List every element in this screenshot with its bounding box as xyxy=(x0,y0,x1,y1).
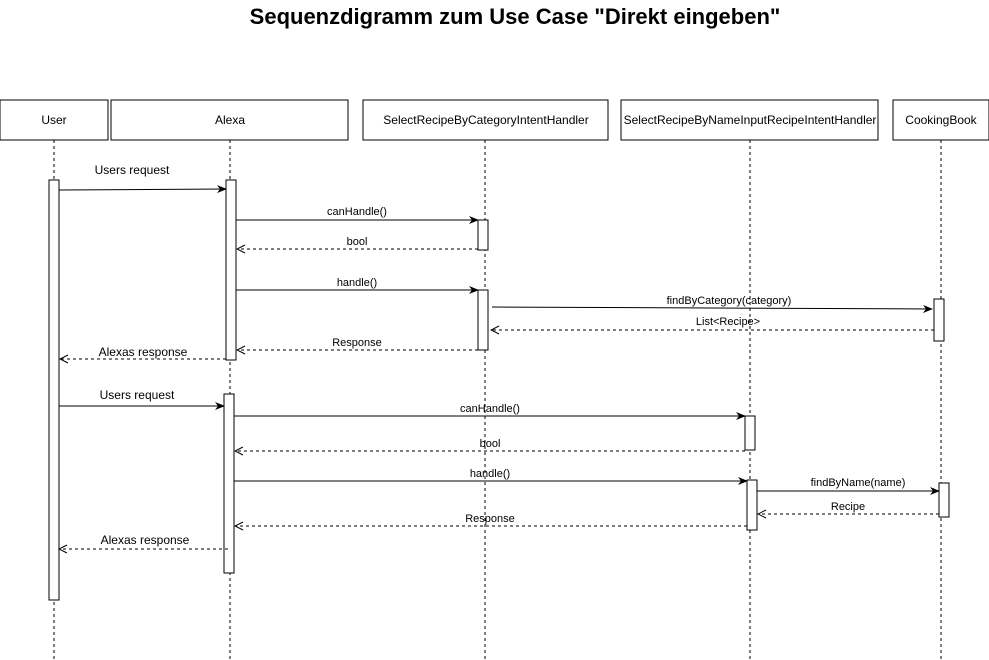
message-m8: Alexas response xyxy=(60,345,226,359)
diagram-title: Sequenzdigramm zum Use Case "Direkt eing… xyxy=(249,4,781,29)
message-m5: findByCategory(category) xyxy=(491,295,933,313)
message-label: handle() xyxy=(337,277,377,289)
participant-cookingbook: CookingBook xyxy=(892,99,989,141)
message-label: findByName(name) xyxy=(811,477,906,489)
message-label: bool xyxy=(480,438,501,450)
participant-category-handler: SelectRecipeByCategoryIntentHandler xyxy=(362,99,609,141)
message-label: Users request xyxy=(95,163,170,177)
message-label: Users request xyxy=(100,388,175,402)
activation-user xyxy=(48,179,60,601)
participant-user-label: User xyxy=(41,113,66,127)
participant-alexa: Alexa xyxy=(110,99,349,141)
message-m15: Response xyxy=(235,513,747,526)
participant-name-handler: SelectRecipeByNameInputRecipeIntentHandl… xyxy=(620,99,879,141)
message-m3: bool xyxy=(237,236,478,249)
message-m10: canHandle() xyxy=(234,403,746,420)
message-m1: Users request xyxy=(58,163,227,194)
message-label: Recipe xyxy=(831,501,865,513)
participant-category-handler-label: SelectRecipeByCategoryIntentHandler xyxy=(383,113,588,127)
message-m11: bool xyxy=(235,438,745,451)
message-label: findByCategory(category) xyxy=(667,295,792,307)
message-label: handle() xyxy=(470,468,510,480)
message-m2: canHandle() xyxy=(236,206,479,224)
message-m12: handle() xyxy=(234,468,748,485)
participant-alexa-label: Alexa xyxy=(215,113,245,127)
message-m6: List<Recipe> xyxy=(491,316,934,330)
activation-alexa-1 xyxy=(225,179,237,361)
activation-alexa-2 xyxy=(223,393,235,574)
activations xyxy=(48,179,950,601)
message-label: Alexas response xyxy=(101,533,190,547)
message-m4: handle() xyxy=(236,277,479,294)
message-m7: Response xyxy=(237,337,478,350)
message-m13: findByName(name) xyxy=(757,477,940,495)
activation-name-1 xyxy=(744,415,756,451)
message-label: Alexas response xyxy=(99,345,188,359)
participant-name-handler-label: SelectRecipeByNameInputRecipeIntentHandl… xyxy=(624,113,877,127)
message-label: Response xyxy=(465,513,515,525)
message-m16: Alexas response xyxy=(59,533,228,549)
message-label: canHandle() xyxy=(327,206,387,218)
activation-category-1 xyxy=(477,219,489,251)
participant-cookingbook-label: CookingBook xyxy=(905,113,977,127)
activation-book-1 xyxy=(933,298,945,342)
message-label: Response xyxy=(332,337,382,349)
activation-category-2 xyxy=(477,289,489,351)
message-m14: Recipe xyxy=(758,501,939,514)
activation-name-2 xyxy=(746,479,758,531)
activation-book-2 xyxy=(938,482,950,518)
message-label: bool xyxy=(347,236,368,248)
lifelines xyxy=(53,140,942,660)
message-m9: Users request xyxy=(59,388,225,410)
message-label: List<Recipe> xyxy=(696,316,760,328)
participant-user: User xyxy=(0,99,109,141)
message-label: canHandle() xyxy=(460,403,520,415)
